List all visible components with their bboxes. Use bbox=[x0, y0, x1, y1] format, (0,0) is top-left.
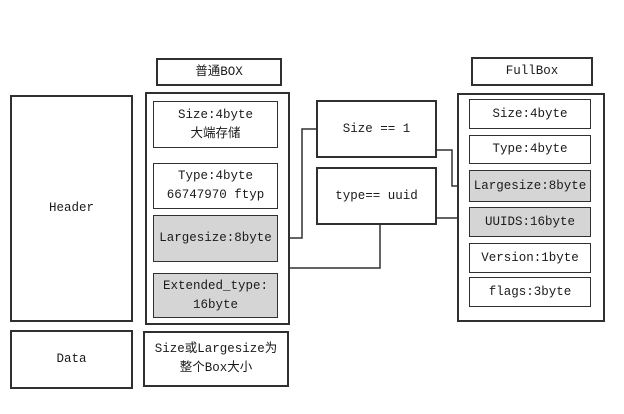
fullbox-largesize-label: Largesize:8byte bbox=[473, 178, 587, 193]
field-extended-type-label: Extended_type:16byte bbox=[162, 278, 269, 312]
field-largesize-8byte: Largesize:8byte bbox=[153, 215, 278, 262]
field-type-line1: Type:4byte bbox=[177, 169, 253, 183]
header-label: Header bbox=[48, 201, 94, 215]
fullbox-field-largesize: Largesize:8byte bbox=[469, 170, 591, 202]
field-size-line2: 大端存储 bbox=[190, 126, 241, 141]
fullbox-field-uuids: UUIDS:16byte bbox=[469, 207, 591, 237]
normal-box-title: 普通BOX bbox=[156, 58, 282, 86]
normal-box-note: Size或Largesize为整个Box大小 bbox=[143, 331, 289, 387]
fullbox-size-label: Size:4byte bbox=[492, 106, 568, 121]
fullbox-type-label: Type:4byte bbox=[492, 142, 568, 156]
condition-type-equals-uuid: type== uuid bbox=[316, 167, 437, 225]
condition-size-label: Size == 1 bbox=[342, 121, 411, 136]
fullbox-uuids-label: UUIDS:16byte bbox=[484, 214, 575, 229]
field-type-line2: 66747970 ftyp bbox=[166, 188, 265, 202]
fullbox-version-label: Version:1byte bbox=[481, 250, 579, 265]
field-size-line1: Size:4byte bbox=[177, 107, 253, 122]
fullbox-title-label: FullBox bbox=[505, 64, 559, 78]
normal-box-title-label: 普通BOX bbox=[195, 64, 243, 79]
fullbox-flags-label: flags:3byte bbox=[488, 284, 572, 299]
header-box: Header bbox=[10, 95, 133, 322]
field-type-4byte: Type:4byte 66747970 ftyp bbox=[153, 163, 278, 209]
normal-box-note-label: Size或Largesize为整个Box大小 bbox=[154, 342, 278, 375]
fullbox-field-size: Size:4byte bbox=[469, 99, 591, 129]
field-extended-type-16byte: Extended_type:16byte bbox=[153, 273, 278, 318]
data-box: Data bbox=[10, 330, 133, 389]
condition-size-equals-1: Size == 1 bbox=[316, 100, 437, 158]
fullbox-title: FullBox bbox=[471, 57, 593, 86]
data-label: Data bbox=[56, 352, 87, 366]
field-size-4byte: Size:4byte 大端存储 bbox=[153, 101, 278, 148]
field-largesize-label: Largesize:8byte bbox=[159, 231, 272, 245]
condition-type-label: type== uuid bbox=[335, 188, 418, 203]
fullbox-field-version: Version:1byte bbox=[469, 243, 591, 273]
fullbox-field-type: Type:4byte bbox=[469, 135, 591, 164]
fullbox-field-flags: flags:3byte bbox=[469, 277, 591, 307]
